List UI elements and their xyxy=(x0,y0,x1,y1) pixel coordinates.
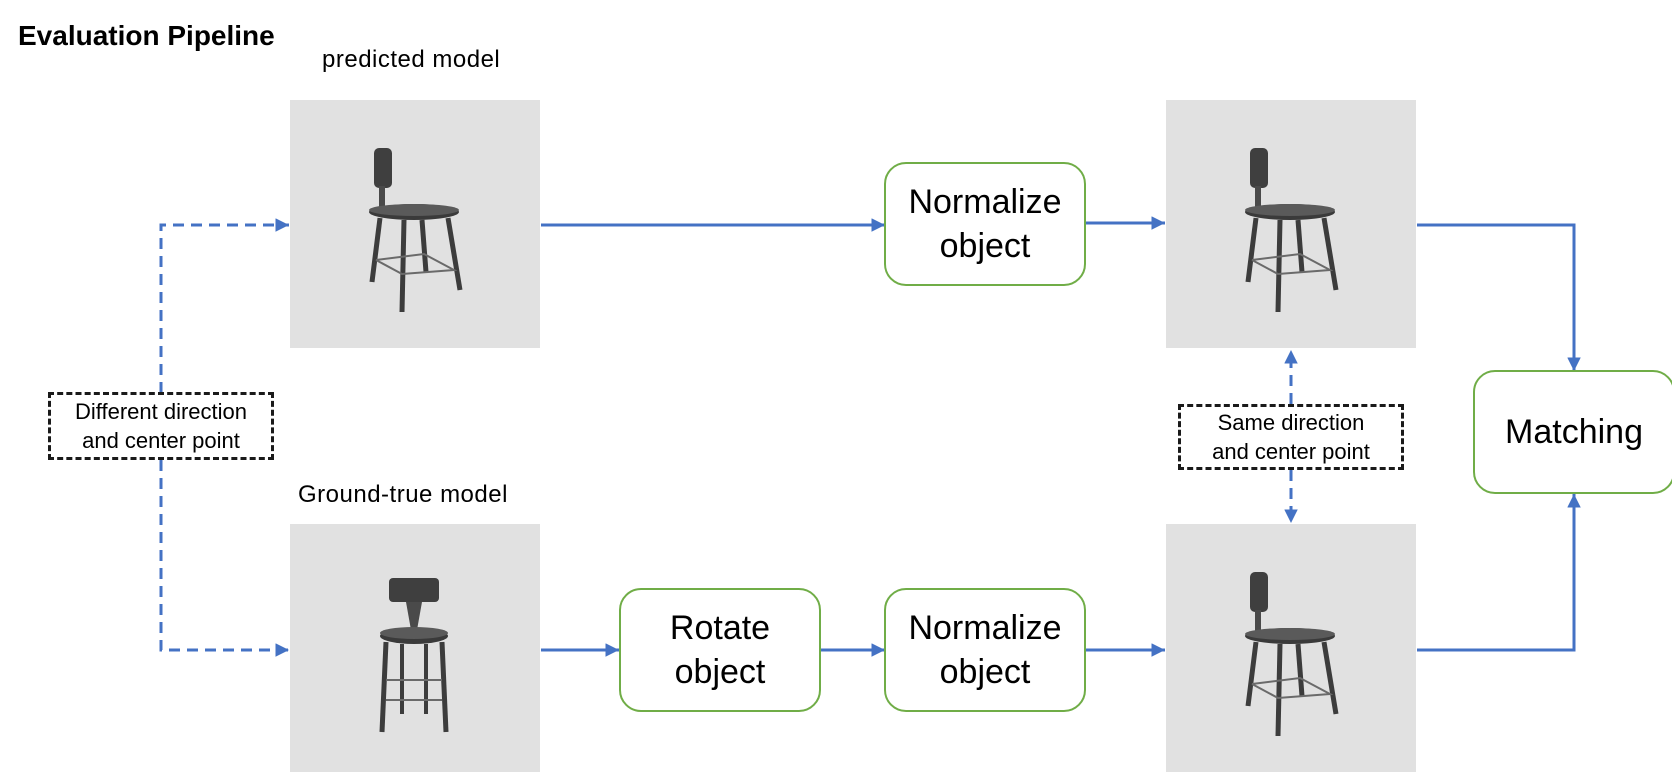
diagram-title: Evaluation Pipeline xyxy=(18,20,275,51)
normalize-object-bottom-box: Normalize object xyxy=(884,588,1086,712)
dashed-arrow-to-predicted xyxy=(159,218,289,393)
stool-side-view-icon xyxy=(1245,572,1339,737)
ground-truth-model-image xyxy=(290,524,540,772)
stool-side-view-icon xyxy=(369,148,463,313)
rotate-object-box: Rotate object xyxy=(619,588,821,712)
matching-box: Matching xyxy=(1473,370,1672,494)
different-direction-note: Different direction and center point xyxy=(48,392,274,460)
normalize-top-line-1: Normalize xyxy=(908,182,1062,221)
predicted-model-label: predicted model xyxy=(322,46,501,73)
arrow-top-to-matching xyxy=(1417,223,1581,371)
normalized-predicted-image xyxy=(1166,100,1416,348)
normalize-bottom-line-1: Normalize xyxy=(908,608,1062,647)
arrow-bottom-to-matching xyxy=(1417,494,1581,652)
normalized-ground-truth-image xyxy=(1166,524,1416,772)
predicted-model-image xyxy=(290,100,540,348)
normalize-top-line-2: object xyxy=(939,227,1031,265)
ground-truth-model-label: Ground-true model xyxy=(298,481,508,508)
matching-label: Matching xyxy=(1505,412,1643,451)
rotate-line-2: object xyxy=(674,653,766,691)
stool-front-view-icon xyxy=(379,578,449,733)
rotate-line-1: Rotate xyxy=(669,608,771,647)
same-note-line-1: Same direction xyxy=(1217,409,1365,435)
different-note-line-2: and center point xyxy=(82,428,240,453)
normalize-bottom-line-2: object xyxy=(939,653,1031,691)
different-note-line-1: Different direction xyxy=(74,398,247,424)
stool-side-view-icon xyxy=(1245,148,1339,313)
same-direction-note: Same direction and center point xyxy=(1178,404,1404,470)
same-note-line-2: and center point xyxy=(1212,439,1370,464)
dashed-arrow-to-ground-truth xyxy=(159,460,289,657)
normalize-object-top-box: Normalize object xyxy=(884,162,1086,286)
